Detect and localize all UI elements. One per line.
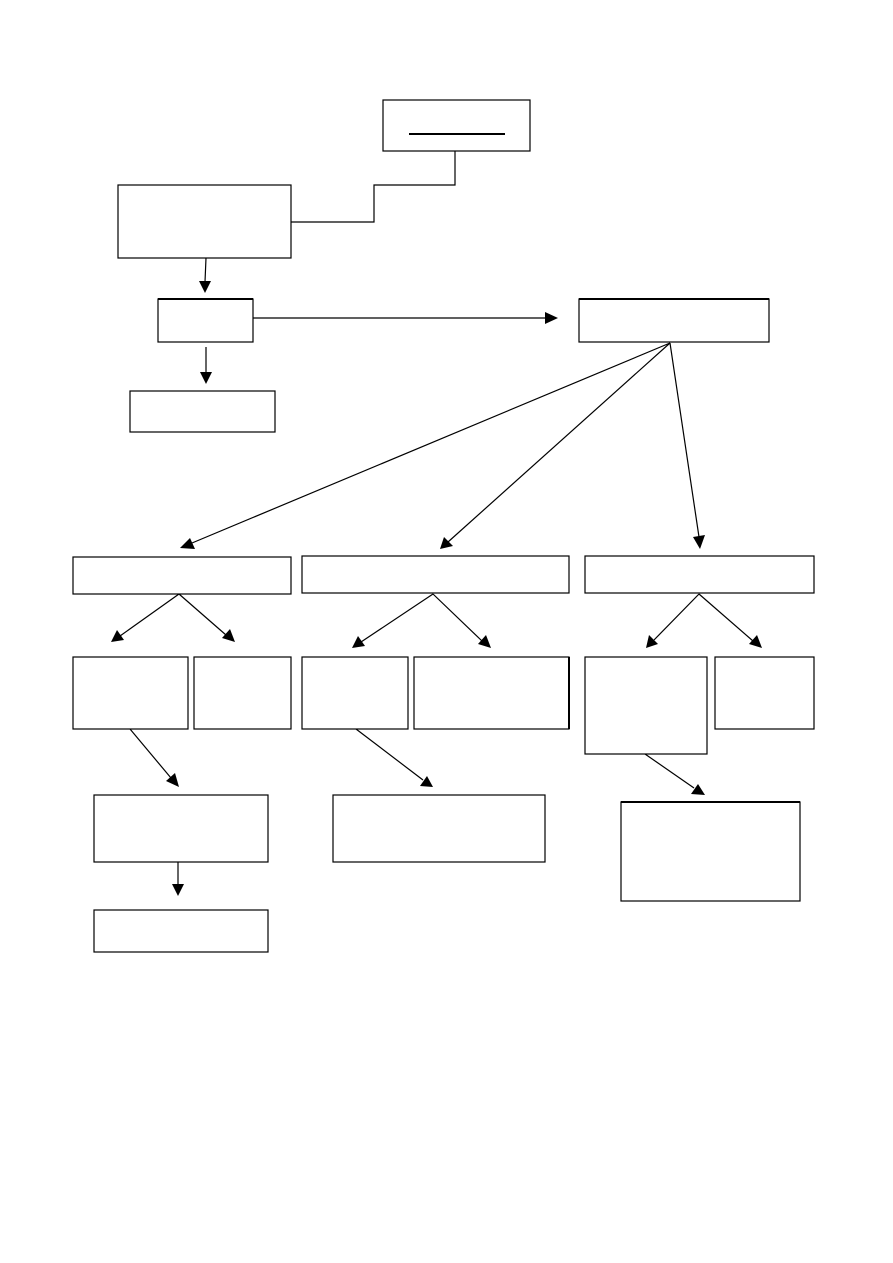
branch-c-node [584,555,815,594]
branch-b-grandchild-node [332,794,546,863]
level1-node [117,184,292,259]
arrowhead [172,884,184,896]
edge-branch-c-to-children [646,593,762,648]
branch-c-child-2-node [714,656,815,730]
level1-box [117,184,292,259]
branch-a-child-2-node [193,656,292,730]
level2-left-box [157,298,254,343]
arrowhead [180,538,195,549]
connector-line [178,593,227,636]
branch-c-child-1-node [584,656,708,755]
branch-a-child-1-node [72,656,189,730]
arrowhead [199,281,211,293]
branch-b-child-2-box [413,656,570,730]
connector-line [191,342,671,544]
elbow-connector [291,151,456,223]
edge-branch-a-grandchild-to-great-grandchild [172,862,184,896]
arrowhead [222,629,235,642]
branch-c-box [584,555,815,594]
arrowhead [646,635,658,648]
branch-b-grandchild-box [332,794,546,863]
branch-b-box [301,555,570,594]
edge-branch-a-child-1-to-grandchild [129,728,179,787]
branch-c-grandchild-node [620,801,801,902]
root-box [382,99,531,152]
level2-right-node [578,298,770,343]
arrowhead [166,773,179,787]
edge-root-to-level1 [291,151,456,223]
branch-c-child-1-box [584,656,708,755]
connector-line [204,257,207,283]
edge-level2-right-to-branch-b [440,342,671,549]
level3-left-box [129,390,276,433]
arrowhead [478,635,491,648]
arrowhead [420,776,433,787]
arrowhead [749,635,762,648]
branch-a-grandchild-node [93,794,269,863]
arrowhead [440,537,453,549]
branch-a-child-2-box [193,656,292,730]
branch-a-grandchild-box [93,794,269,863]
arrowhead [691,784,705,795]
edge-branch-b-to-children [352,593,491,648]
connector-line [355,728,424,781]
branch-b-child-2-node [413,656,570,730]
connector-line [669,342,700,538]
edge-level2-left-to-level3-left [200,347,212,384]
connector-line [653,593,700,641]
connector-line [698,593,754,642]
edge-level2-right-to-branch-c [669,342,705,549]
branch-b-child-1-node [301,656,409,730]
level3-left-node [129,390,276,433]
edge-level1-to-level2-left [199,257,211,293]
level2-left-node [157,298,254,343]
connector-line [360,593,434,643]
arrowhead [693,535,705,549]
arrowhead [111,630,124,642]
connector-line [644,753,695,789]
arrowhead [352,636,365,648]
branch-c-child-2-box [714,656,815,730]
branch-b-node [301,555,570,594]
edge-branch-a-to-children [111,593,235,642]
edge-branch-b-child-1-to-grandchild [355,728,433,787]
branch-a-great-grandchild-box [93,909,269,953]
branch-b-child-1-box [301,656,409,730]
level2-right-box [578,298,770,343]
branch-c-grandchild-box [620,801,801,902]
branch-a-child-1-box [72,656,189,730]
arrowhead [545,312,558,324]
arrowhead [200,372,212,384]
connector-line [432,593,483,642]
branch-a-great-grandchild-node [93,909,269,953]
connector-line [119,593,180,637]
root-node [382,99,531,152]
edge-level2-left-to-level2-right [253,312,558,324]
edge-branch-c-child-1-to-grandchild [644,753,705,795]
connector-line [447,342,671,543]
connector-line [129,728,172,779]
branch-a-node [72,556,292,595]
branch-a-box [72,556,292,595]
edge-level2-right-to-branch-a [180,342,671,549]
